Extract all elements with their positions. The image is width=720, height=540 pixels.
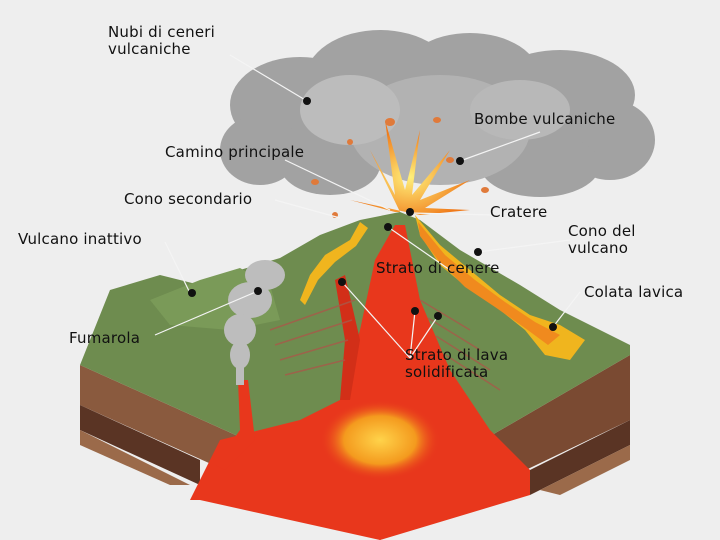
magma-chamber-cutaway xyxy=(190,225,530,540)
label-crater: Cratere xyxy=(490,203,548,221)
secondary-conduit xyxy=(335,275,360,400)
soil-band-left xyxy=(80,430,190,485)
leader-lines xyxy=(154,54,581,359)
ash-cloud xyxy=(220,30,655,197)
volcanic-bombs xyxy=(311,117,489,218)
soil-deep-right xyxy=(530,420,630,495)
label-volcano-cone: Cono del vulcano xyxy=(568,222,636,257)
lava-flow-right xyxy=(415,215,585,360)
soil-band-right xyxy=(540,445,630,495)
lava-flow-right-core xyxy=(418,222,560,345)
label-ash-clouds: Nubi di ceneri vulcaniche xyxy=(108,23,215,58)
lava-flow-left xyxy=(300,222,368,305)
magma-glow xyxy=(320,400,440,480)
label-solidified-lava-layer: Strato di lava solidificata xyxy=(405,346,509,381)
label-secondary-cone: Cono secondario xyxy=(124,190,253,208)
label-fumarole: Fumarola xyxy=(69,329,141,347)
label-inactive-volcano: Vulcano inattivo xyxy=(18,230,142,248)
label-lava-flow: Colata lavica xyxy=(584,283,684,301)
label-volcanic-bombs: Bombe vulcaniche xyxy=(474,110,616,128)
solidified-lava-layers xyxy=(269,299,501,391)
fumarole-conduit xyxy=(215,380,255,470)
label-main-conduit: Camino principale xyxy=(165,143,305,161)
soil-deep-left xyxy=(80,405,200,485)
eruption-burst xyxy=(350,120,470,215)
label-ash-layer: Strato di cenere xyxy=(376,259,500,277)
leader-dots xyxy=(188,97,557,331)
